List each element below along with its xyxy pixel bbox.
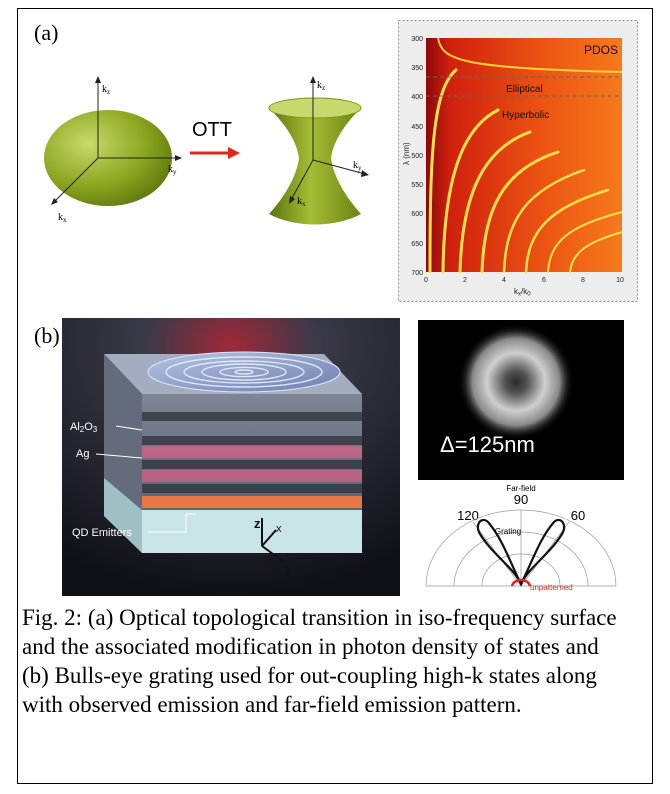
pdos-y-tick: 650 [411, 241, 423, 248]
pdos-y-axis-label: λ (nm) [402, 142, 411, 165]
pdos-x-tick: 0 [424, 277, 428, 284]
hyperboloid-upper [269, 108, 361, 158]
unpatterned-pattern-curve [510, 578, 532, 587]
panel-b-label: (b) [34, 323, 60, 348]
pdos-x-tick: 4 [502, 277, 506, 284]
pdos-y-tick: 450 [411, 124, 423, 131]
ellipsoid-kx-label: kx [58, 212, 67, 224]
xyz-axis-triad [261, 518, 285, 563]
al2o3-label: Al2O3 [70, 421, 98, 434]
axis-z-label: z [254, 516, 261, 531]
pdos-hyperbolic-bands [428, 68, 623, 274]
grating-label: Grating [495, 527, 521, 536]
pdos-x-tick: 8 [581, 277, 585, 284]
hyperboloid-kx-label: kx [297, 196, 306, 208]
unpatterned-label: unpatterned [530, 583, 573, 592]
pdos-title: PDOS [584, 43, 618, 57]
figure-caption: Fig. 2: (a) Optical topological transiti… [22, 605, 617, 717]
pdos-hyperbolic-label: Hyperbolic [502, 110, 549, 121]
polar-angle-120: 120 [457, 508, 479, 523]
polar-angle-90: 90 [514, 492, 528, 507]
pdos-x-tick: 2 [463, 277, 467, 284]
pdos-x-ticks: 0 2 4 6 8 10 [424, 277, 624, 284]
ott-label: OTT [192, 119, 232, 141]
axis-x-label: x [276, 523, 282, 535]
pdos-y-tick: 500 [411, 153, 423, 160]
delta-label: Δ=125nm [440, 432, 535, 457]
far-field-polar-plot: Far-field 90 120 60 Grating unpatterned [425, 484, 617, 592]
ag-label: Ag [76, 448, 89, 460]
pdos-y-tick: 400 [411, 94, 423, 101]
bulls-eye-device-render: Al2O3 Ag QD Emitters z x y [62, 318, 400, 596]
polar-angle-60: 60 [571, 508, 585, 523]
pdos-x-axis-label: kx/k0 [514, 287, 531, 298]
pdos-y-tick: 300 [411, 36, 423, 43]
ellipsoid-ky-label: ky [168, 164, 177, 176]
pdos-elliptical-label: Elliptical [506, 84, 543, 95]
pdos-x-tick: 6 [542, 277, 546, 284]
polar-grid [425, 509, 617, 587]
polar-title: Far-field [506, 484, 535, 493]
pdos-y-tick: 700 [411, 270, 423, 277]
emission-donut [458, 324, 574, 440]
pdos-y-tick: 350 [411, 65, 423, 72]
emission-microscope-image: Δ=125nm [418, 320, 624, 480]
ott-arrow [190, 147, 240, 159]
pdos-y-tick: 550 [411, 182, 423, 189]
hyperboloid-lower [269, 158, 361, 225]
hyperboloid-kz-label: kz [317, 80, 325, 92]
pdos-y-ticks: 300 350 400 450 500 550 600 650 700 [411, 36, 423, 277]
layered-stack [104, 351, 362, 553]
bulls-eye-grating [147, 351, 341, 393]
qd-emitters-label: QD Emitters [72, 527, 132, 539]
pdos-x-tick: 10 [616, 277, 624, 284]
axis-y-label: y [284, 562, 292, 577]
pdos-plot: PDOS Elliptical Hyperbolic 300 350 400 4… [398, 20, 638, 302]
hyperboloid-ky-label: ky [353, 160, 362, 172]
hyperboloid-surface-diagram: kz ky kx [268, 76, 369, 225]
ellipsoid-surface-diagram: kz ky kx [44, 76, 182, 224]
grating-pattern-curve [476, 518, 566, 587]
pdos-y-tick: 600 [411, 211, 423, 218]
ellipsoid-kz-label: kz [102, 84, 110, 96]
panel-a-label: (a) [34, 20, 59, 45]
pdos-heatmap [426, 38, 622, 272]
pdos-elliptical-band [437, 37, 623, 73]
